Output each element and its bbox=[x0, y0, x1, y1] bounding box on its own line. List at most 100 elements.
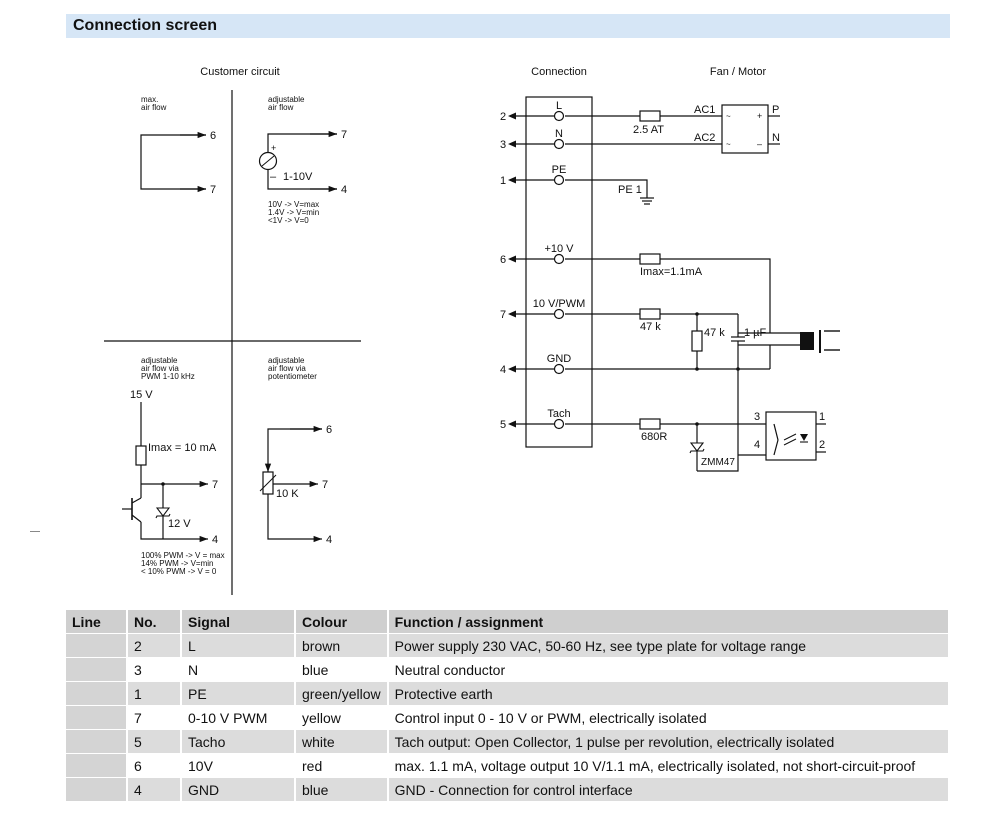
terminal-arrow-icon bbox=[508, 365, 516, 373]
q2-voltage-label: 1-10V bbox=[283, 171, 313, 183]
svg-text:~: ~ bbox=[726, 140, 731, 149]
terminal-signal-label: N bbox=[555, 128, 563, 140]
terminal-arrow-icon bbox=[508, 176, 516, 184]
cell-line bbox=[66, 777, 128, 801]
svg-text:–: – bbox=[757, 139, 762, 149]
section-title: Connection screen bbox=[73, 17, 218, 34]
opto-pin-2: 2 bbox=[819, 439, 825, 451]
cell-colour: yellow bbox=[295, 705, 389, 730]
cell-func: Power supply 230 VAC, 50-60 Hz, see type… bbox=[387, 633, 951, 658]
svg-text:+: + bbox=[757, 111, 762, 121]
fuse-icon bbox=[639, 110, 661, 122]
cell-no: 4 bbox=[127, 777, 182, 801]
cell-no: 2 bbox=[127, 633, 182, 658]
max-airflow-circuit: max. air flow 6 7 bbox=[140, 95, 216, 196]
zmm47-label: ZMM47 bbox=[701, 457, 735, 468]
cell-colour: blue bbox=[295, 657, 389, 682]
cell-signal: 0-10 V PWM bbox=[181, 705, 296, 730]
terminal-number: 7 bbox=[500, 309, 506, 321]
cell-signal: Tacho bbox=[181, 729, 296, 754]
terminal-arrow-icon bbox=[508, 140, 516, 148]
q3-note-2: 14% PWM -> V=min bbox=[141, 559, 213, 568]
cell-signal: N bbox=[181, 657, 296, 682]
cell-no: 7 bbox=[127, 705, 182, 730]
cell-signal: PE bbox=[181, 681, 296, 706]
terminal-number: 6 bbox=[500, 254, 506, 266]
q1-terminal-6: 6 bbox=[210, 130, 216, 142]
r680-label: 680R bbox=[641, 431, 667, 443]
voltage-source-icon bbox=[258, 151, 278, 171]
cell-line bbox=[66, 753, 128, 778]
terminal-number: 4 bbox=[500, 364, 506, 376]
cell-no: 1 bbox=[127, 681, 182, 706]
q4-terminal-7: 7 bbox=[322, 479, 328, 491]
q2-label-1: adjustable bbox=[268, 95, 305, 104]
q3-resistor bbox=[135, 445, 147, 466]
wiring-diagram: Customer circuit max. air flow 6 7 adjus… bbox=[104, 66, 840, 595]
col-colour: Colour bbox=[295, 610, 389, 634]
q2-plus: + bbox=[271, 143, 276, 153]
q4-terminal-4: 4 bbox=[326, 534, 332, 546]
fuse-label: 2.5 AT bbox=[633, 124, 664, 136]
cell-line bbox=[66, 681, 128, 706]
n-label: N bbox=[772, 132, 780, 144]
col-function: Function / assignment bbox=[387, 610, 951, 634]
cell-colour: blue bbox=[295, 777, 389, 801]
cell-func: Neutral conductor bbox=[387, 657, 951, 682]
cell-line bbox=[66, 633, 128, 658]
r47b-label: 47 k bbox=[704, 327, 725, 339]
q2-minus: – bbox=[270, 171, 277, 183]
cell-no: 3 bbox=[127, 657, 182, 682]
terminal-signal-label: Tach bbox=[547, 408, 570, 420]
q2-note-3: <1V -> V=0 bbox=[268, 216, 309, 225]
q1-terminal-7: 7 bbox=[210, 184, 216, 196]
q2-label-2: air flow bbox=[268, 103, 294, 112]
q3-zener-label: 12 V bbox=[168, 518, 191, 530]
q3-label-2: air flow via bbox=[141, 364, 179, 373]
cell-func: Tach output: Open Collector, 1 pulse per… bbox=[387, 729, 951, 754]
q3-note-3: < 10% PWM -> V = 0 bbox=[141, 567, 217, 576]
cable-connector-icon bbox=[800, 332, 814, 350]
cell-colour: red bbox=[295, 753, 389, 778]
terminal-number: 5 bbox=[500, 419, 506, 431]
terminal-block bbox=[525, 96, 593, 448]
q4-label-3: potentiometer bbox=[268, 372, 317, 381]
margin-dash bbox=[30, 531, 40, 532]
q3-supply-label: 15 V bbox=[130, 389, 153, 401]
q3-terminal-4: 4 bbox=[212, 534, 218, 546]
shunt-resistor bbox=[691, 330, 703, 352]
cell-colour: brown bbox=[295, 633, 389, 658]
tach-resistor bbox=[639, 418, 661, 430]
terminal-signal-label: L bbox=[556, 100, 562, 112]
q2-note-1: 10V -> V=max bbox=[268, 200, 319, 209]
terminal-screw-icon bbox=[553, 363, 565, 375]
terminal-screw-icon bbox=[553, 110, 565, 122]
cell-line bbox=[66, 729, 128, 754]
section-header: Connection screen bbox=[66, 14, 950, 38]
q3-note-1: 100% PWM -> V = max bbox=[141, 551, 225, 560]
terminal-screw-icon bbox=[553, 253, 565, 265]
ac1-label: AC1 bbox=[694, 104, 715, 116]
terminal-number: 3 bbox=[500, 139, 506, 151]
cell-signal: 10V bbox=[181, 753, 296, 778]
cell-func: Control input 0 - 10 V or PWM, electrica… bbox=[387, 705, 951, 730]
q4-label-2: air flow via bbox=[268, 364, 306, 373]
q3-imax-label: Imax = 10 mA bbox=[148, 442, 217, 454]
pe1-label: PE 1 bbox=[618, 184, 642, 196]
pwm-resistor bbox=[639, 308, 661, 320]
cell-func: GND - Connection for control interface bbox=[387, 777, 951, 801]
q4-terminal-6: 6 bbox=[326, 424, 332, 436]
imax-label: Imax=1.1mA bbox=[640, 266, 703, 278]
fan-motor-title: Fan / Motor bbox=[710, 66, 767, 78]
voltage-control-circuit: adjustable air flow + – 1-10V 7 4 10V ->… bbox=[258, 95, 347, 225]
q3-terminal-7: 7 bbox=[212, 479, 218, 491]
col-no: No. bbox=[127, 610, 182, 634]
ac2-label: AC2 bbox=[694, 132, 715, 144]
terminal-screw-icon bbox=[553, 418, 565, 430]
